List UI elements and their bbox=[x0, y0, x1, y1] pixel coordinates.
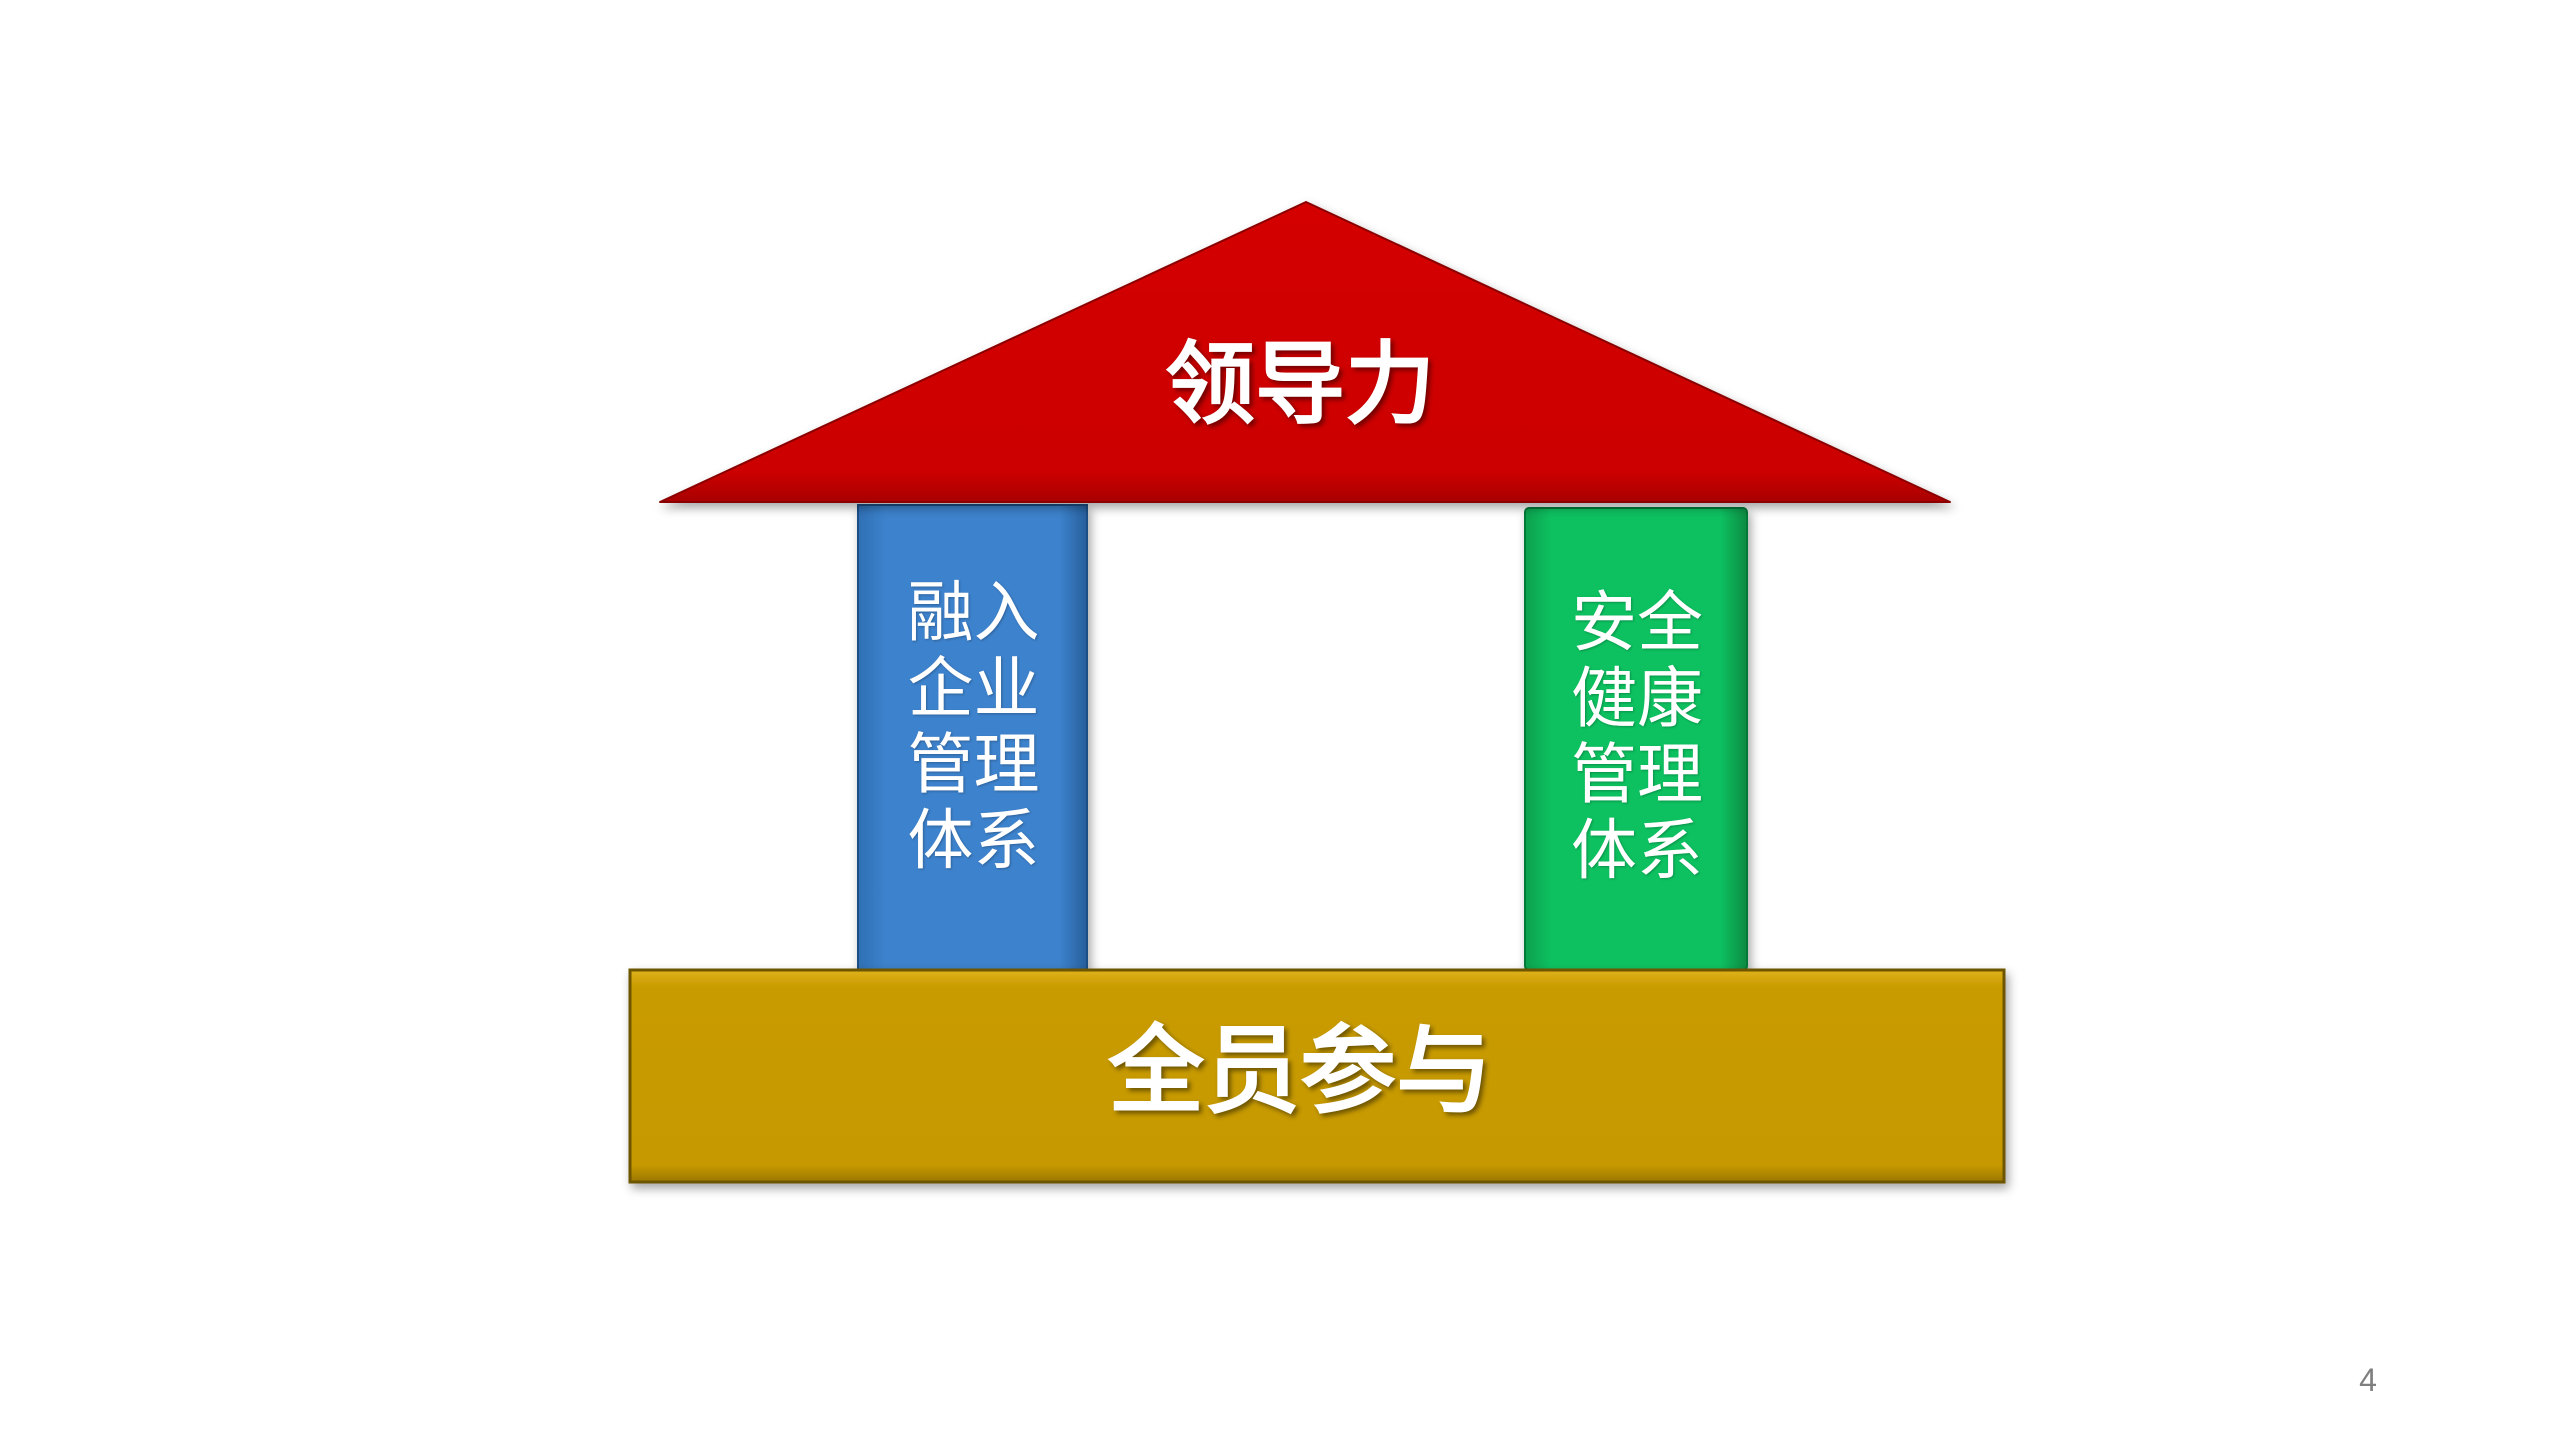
left-pillar-label: 融入 企业 管理 体系 bbox=[907, 574, 1040, 879]
page-number: 4 bbox=[2359, 1362, 2377, 1398]
base-label: 全员参与 bbox=[1108, 1015, 1492, 1127]
roof-label: 领导力 bbox=[1165, 332, 1435, 437]
roof-triangle bbox=[659, 201, 1951, 503]
base-block bbox=[628, 968, 2006, 1184]
left-pillar bbox=[857, 504, 1088, 971]
right-pillar-label: 安全 健康 管理 体系 bbox=[1571, 584, 1703, 889]
